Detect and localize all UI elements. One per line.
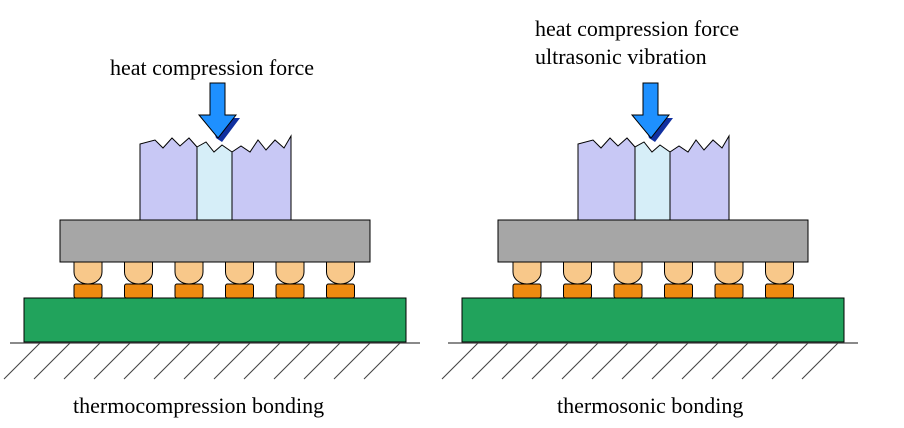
tool-left-block xyxy=(577,137,636,221)
hatch-stroke xyxy=(3,342,41,380)
hatch-stroke xyxy=(333,342,371,380)
force-label-line-1: heat compression force xyxy=(535,16,739,41)
substrate xyxy=(461,297,845,343)
chip xyxy=(59,219,371,263)
bump-pad xyxy=(714,283,744,299)
bump-pad xyxy=(73,283,103,299)
bump-ball xyxy=(275,261,305,285)
bump-pad xyxy=(613,283,643,299)
hatch-stroke xyxy=(651,342,689,380)
hatch-stroke xyxy=(213,342,251,380)
panel-thermosonic: heat compression force ultrasonic vibrat… xyxy=(441,16,858,418)
bump-row xyxy=(512,261,794,299)
hatch-stroke xyxy=(741,342,779,380)
hatch-stroke xyxy=(243,342,281,380)
bump-pad xyxy=(512,283,542,299)
hatch-stroke xyxy=(591,342,629,380)
hatch-stroke xyxy=(711,342,749,380)
bump-ball xyxy=(326,261,355,285)
bump-pad xyxy=(765,283,794,299)
hatch-stroke xyxy=(303,342,341,380)
bump-ball xyxy=(512,261,542,285)
tool-right-block xyxy=(231,134,292,221)
hatch-stroke xyxy=(471,342,509,380)
bump-pad xyxy=(225,283,254,299)
hatch-stroke xyxy=(273,342,311,380)
bump-ball xyxy=(714,261,744,285)
bump-pad xyxy=(563,283,592,299)
bump-ball xyxy=(563,261,592,285)
bump-ball xyxy=(664,261,693,285)
hatch-stroke xyxy=(153,342,191,380)
bump-pad xyxy=(664,283,693,299)
hatch-stroke xyxy=(93,342,131,380)
force-label-line-1: heat compression force xyxy=(110,55,314,80)
force-label-line-2: ultrasonic vibration xyxy=(535,44,707,69)
hatch-stroke xyxy=(771,342,809,380)
bonding-tool xyxy=(139,134,292,221)
hatch-stroke xyxy=(501,342,539,380)
down-arrow-icon xyxy=(630,82,673,142)
bonding-tool xyxy=(577,134,730,221)
down-arrow-icon xyxy=(197,82,240,142)
bump-pad xyxy=(326,283,355,299)
bump-ball xyxy=(613,261,643,285)
bump-ball xyxy=(73,261,103,285)
hatch-stroke xyxy=(33,342,71,380)
hatch-stroke xyxy=(801,342,839,380)
hatch-stroke xyxy=(681,342,719,380)
caption-thermocompression: thermocompression bonding xyxy=(73,393,324,418)
ground-hatch xyxy=(3,342,420,380)
hatch-stroke xyxy=(441,342,479,380)
bump-ball xyxy=(225,261,254,285)
hatch-stroke xyxy=(561,342,599,380)
tool-left-block xyxy=(139,137,198,221)
panel-thermocompression: heat compression force thermocompression… xyxy=(3,55,420,418)
bump-pad xyxy=(124,283,153,299)
arrow-front-face xyxy=(630,82,671,139)
tool-center-block xyxy=(634,141,671,221)
caption-thermosonic: thermosonic bonding xyxy=(557,393,743,418)
hatch-stroke xyxy=(531,342,569,380)
hatch-stroke xyxy=(123,342,161,380)
bump-ball xyxy=(124,261,153,285)
bump-pad xyxy=(174,283,204,299)
ground-hatch xyxy=(441,342,858,380)
bump-pad xyxy=(275,283,305,299)
substrate xyxy=(23,297,407,343)
hatch-stroke xyxy=(363,342,401,380)
arrow-front-face xyxy=(197,82,238,139)
hatch-stroke xyxy=(63,342,101,380)
hatch-stroke xyxy=(621,342,659,380)
bump-ball xyxy=(174,261,204,285)
chip xyxy=(497,219,809,263)
bump-ball xyxy=(765,261,794,285)
tool-center-block xyxy=(196,141,233,221)
hatch-stroke xyxy=(183,342,221,380)
tool-right-block xyxy=(669,134,730,221)
bump-row xyxy=(73,261,355,299)
